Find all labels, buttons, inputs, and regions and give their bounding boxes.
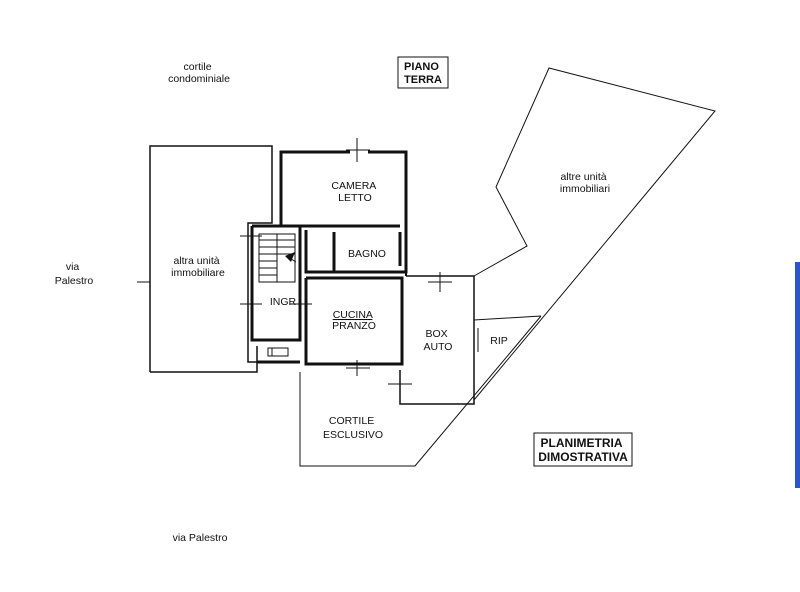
apartment-walls (250, 150, 408, 366)
neighbour-plot-outline (137, 145, 273, 373)
private-courtyard-label: CORTILE ESCLUSIVO (323, 415, 383, 441)
opening-marks (240, 138, 479, 394)
stair-icon (258, 233, 297, 283)
neighbour-unit-label: altra unità immobiliare (171, 255, 225, 279)
plan-title-box (533, 432, 633, 467)
floor-title: PIANO TERRA (404, 61, 442, 86)
private-courtyard-outline (299, 315, 542, 467)
street-label-left: via Palestro (55, 261, 94, 287)
street-label-bottom: via Palestro (173, 532, 228, 544)
bathroom-label: BAGNO (348, 248, 386, 260)
garage-outline (399, 275, 542, 405)
bedroom-label: CAMERA LETTO (331, 180, 378, 204)
garage-label: BOX AUTO (424, 328, 453, 353)
courtyard-shared-label: cortile condominiale (168, 61, 230, 85)
other-units-outline (473, 67, 716, 401)
other-units-label: altre unità immobiliari (560, 171, 610, 195)
kitchen-label: CUCINA PRANZO (332, 309, 376, 332)
floor-title-box (397, 56, 449, 89)
plan-title: PLANIMETRIA DIMOSTRATIVA (538, 436, 628, 464)
scale-bar (795, 262, 800, 488)
scale-label: 10 METRI (794, 352, 800, 388)
storage-label: RIP (490, 335, 508, 347)
entrance-label: INGR (270, 296, 297, 308)
